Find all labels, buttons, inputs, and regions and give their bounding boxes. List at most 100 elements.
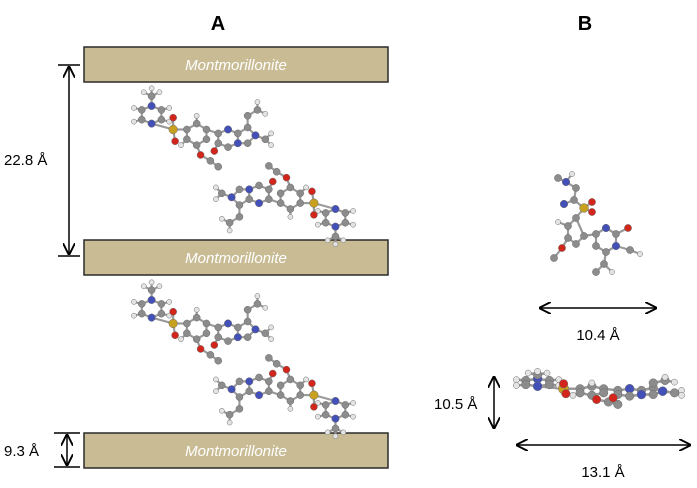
carbon-atom <box>265 195 273 203</box>
nitrogen-atom <box>147 101 156 110</box>
hydrogen-atom <box>287 214 294 220</box>
hydrogen-atom <box>131 312 137 319</box>
extended-height-label: 10.5 Å <box>434 396 477 413</box>
oxygen-atom <box>196 345 205 353</box>
nitrogen-atom <box>601 223 611 233</box>
hydrogen-atom <box>350 400 356 406</box>
carbon-atom <box>234 129 242 138</box>
hydrogen-atom <box>226 227 233 234</box>
hydrogen-atom <box>148 85 155 92</box>
hydrogen-atom <box>268 336 274 342</box>
carbon-atom <box>612 230 620 238</box>
carbon-atom <box>138 115 146 124</box>
carbon-atom <box>255 373 263 382</box>
carbon-atom <box>243 305 252 314</box>
oxygen-atom <box>559 379 569 389</box>
oxygen-atom <box>308 187 316 196</box>
carbon-atom <box>321 218 330 227</box>
carbon-atom <box>296 199 304 207</box>
carbon-atom <box>235 405 244 413</box>
hydrogen-atom <box>332 433 339 440</box>
nitrogen-atom <box>233 139 242 148</box>
carbon-atom <box>613 399 623 409</box>
carbon-atom <box>602 248 610 256</box>
nitrogen-atom <box>224 319 233 328</box>
hydrogen-atom <box>213 184 219 191</box>
hydrogen-atom <box>588 379 596 387</box>
extended-height-dimension: 10.5 Å <box>434 377 494 428</box>
carbon-atom <box>253 106 262 114</box>
carbon-atom <box>235 393 244 401</box>
nitrogen-atom <box>147 295 156 304</box>
carbon-atom <box>243 139 252 147</box>
carbon-atom <box>572 240 580 248</box>
carbon-atom <box>224 337 232 345</box>
carbon-atom <box>341 410 350 419</box>
carbon-atom <box>600 260 608 268</box>
oxygen-atom <box>282 173 291 182</box>
hydrogen-atom <box>324 429 331 436</box>
carbon-atom <box>286 375 295 384</box>
hydrogen-atom <box>637 251 643 257</box>
hydrogen-atom <box>219 408 225 414</box>
oxygen-atom <box>268 177 277 186</box>
hydrogen-atom <box>156 283 163 290</box>
nitrogen-atom <box>147 119 156 128</box>
carbon-atom <box>286 183 295 192</box>
hydrogen-atom <box>303 376 309 383</box>
oxygen-atom <box>171 137 179 146</box>
carbon-atom <box>265 377 273 386</box>
molecule-intercalated-upper-a <box>131 85 274 171</box>
carbon-atom <box>235 377 244 386</box>
carbon-atom <box>255 181 263 190</box>
hydrogen-atom <box>303 184 309 191</box>
hydrogen-atom <box>131 299 137 305</box>
carbon-atom <box>272 167 281 176</box>
carbon-atom <box>261 329 270 338</box>
hydrogen-atom <box>332 241 339 248</box>
carbon-atom <box>214 323 223 332</box>
carbon-atom <box>276 381 285 390</box>
carbon-atom <box>265 387 273 395</box>
extended-length-dimension: 13.1 Å <box>517 445 690 481</box>
carbon-atom <box>138 106 146 114</box>
carbon-atom <box>214 129 223 138</box>
carbon-atom <box>648 390 658 400</box>
carbon-atom <box>550 254 558 262</box>
carbon-atom <box>183 319 191 328</box>
hydrogen-atom <box>254 99 261 105</box>
molecule-intercalated-lower-a <box>131 279 274 365</box>
carbon-atom <box>147 92 156 100</box>
sulfur-atom <box>309 390 319 400</box>
carbon-atom <box>592 268 600 276</box>
nitrogen-atom <box>227 193 236 202</box>
carbon-atom <box>564 222 572 230</box>
carbon-atom <box>192 141 201 149</box>
oxygen-atom <box>308 379 316 388</box>
nitrogen-atom <box>255 391 264 400</box>
carbon-atom <box>272 359 281 368</box>
carbon-atom <box>225 410 234 419</box>
hydrogen-atom <box>226 419 233 426</box>
hydrogen-atom <box>555 219 561 225</box>
hydrogen-atom <box>140 89 147 96</box>
oxygen-atom <box>268 369 277 378</box>
carbon-atom <box>296 391 304 399</box>
carbon-atom <box>224 143 232 151</box>
carbon-atom <box>341 401 350 409</box>
carbon-atom <box>157 115 166 124</box>
carbon-atom <box>276 391 285 399</box>
nitrogen-atom <box>561 177 571 187</box>
carbon-atom <box>331 232 340 241</box>
oxygen-atom <box>592 394 602 404</box>
carbon-atom <box>276 199 285 207</box>
oxygen-atom <box>210 147 219 155</box>
panel-a-label: A <box>211 13 225 35</box>
nitrogen-atom <box>559 199 569 209</box>
hydrogen-atom <box>178 336 184 342</box>
oxygen-atom <box>624 224 632 232</box>
hydrogen-atom <box>268 130 274 137</box>
carbon-atom <box>183 329 191 338</box>
hydrogen-atom <box>350 413 356 420</box>
